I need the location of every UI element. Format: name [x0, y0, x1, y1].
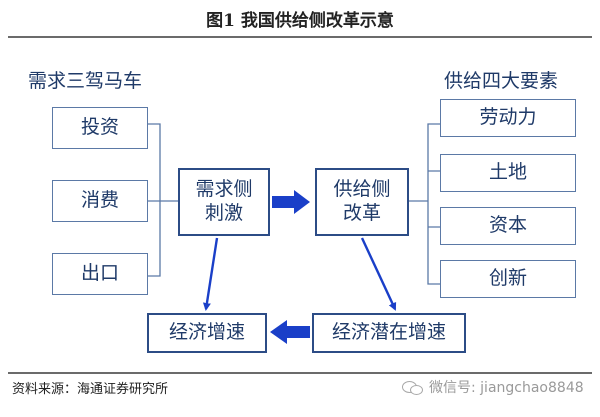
box-export-label: 出口: [80, 262, 119, 285]
box-innovation: 创新: [440, 260, 576, 298]
top-rule: [8, 36, 592, 38]
box-capital: 资本: [440, 207, 576, 245]
box-land: 土地: [440, 154, 576, 192]
box-economic-growth: 经济增速: [147, 313, 267, 353]
supply-group-heading: 供给四大要素: [444, 70, 559, 92]
bottom-rule: [8, 372, 592, 374]
wechat-icon: [402, 379, 424, 395]
source-note: 资料来源：海通证券研究所: [12, 382, 169, 397]
supply-bracket: [409, 123, 440, 285]
watermark-text: 微信号: jiangchao8848: [429, 380, 584, 396]
box-capital-label: 资本: [488, 214, 527, 237]
box-consumption-label: 消费: [80, 189, 119, 212]
box-demand-stimulus: 需求侧 刺激: [178, 168, 270, 236]
box-potential-growth-label: 经济潜在增速: [331, 321, 446, 344]
box-labor-label: 劳动力: [479, 106, 537, 129]
box-investment-label: 投资: [80, 116, 119, 139]
box-potential-growth: 经济潜在增速: [312, 313, 466, 353]
box-consumption: 消费: [52, 180, 148, 222]
box-economic-growth-label: 经济增速: [168, 321, 245, 344]
arrow-stimulus-to-growth: [202, 237, 219, 311]
box-demand-stimulus-label: 需求侧 刺激: [195, 178, 253, 224]
box-land-label: 土地: [488, 161, 527, 184]
watermark: 微信号: jiangchao8848: [402, 377, 584, 397]
box-supply-reform-label: 供给侧 改革: [333, 178, 391, 224]
figure-title: 图1 我国供给侧改革示意: [206, 11, 394, 31]
box-innovation-label: 创新: [488, 267, 527, 290]
box-investment: 投资: [52, 107, 148, 149]
arrow-reform-to-potential: [360, 237, 397, 311]
demand-group-heading: 需求三驾马车: [28, 70, 143, 92]
block-arrow-left: [270, 320, 310, 344]
demand-bracket: [148, 123, 178, 277]
block-arrow-right: [272, 190, 310, 214]
box-supply-reform: 供给侧 改革: [315, 168, 409, 236]
box-labor: 劳动力: [440, 99, 576, 137]
box-export: 出口: [52, 253, 148, 295]
